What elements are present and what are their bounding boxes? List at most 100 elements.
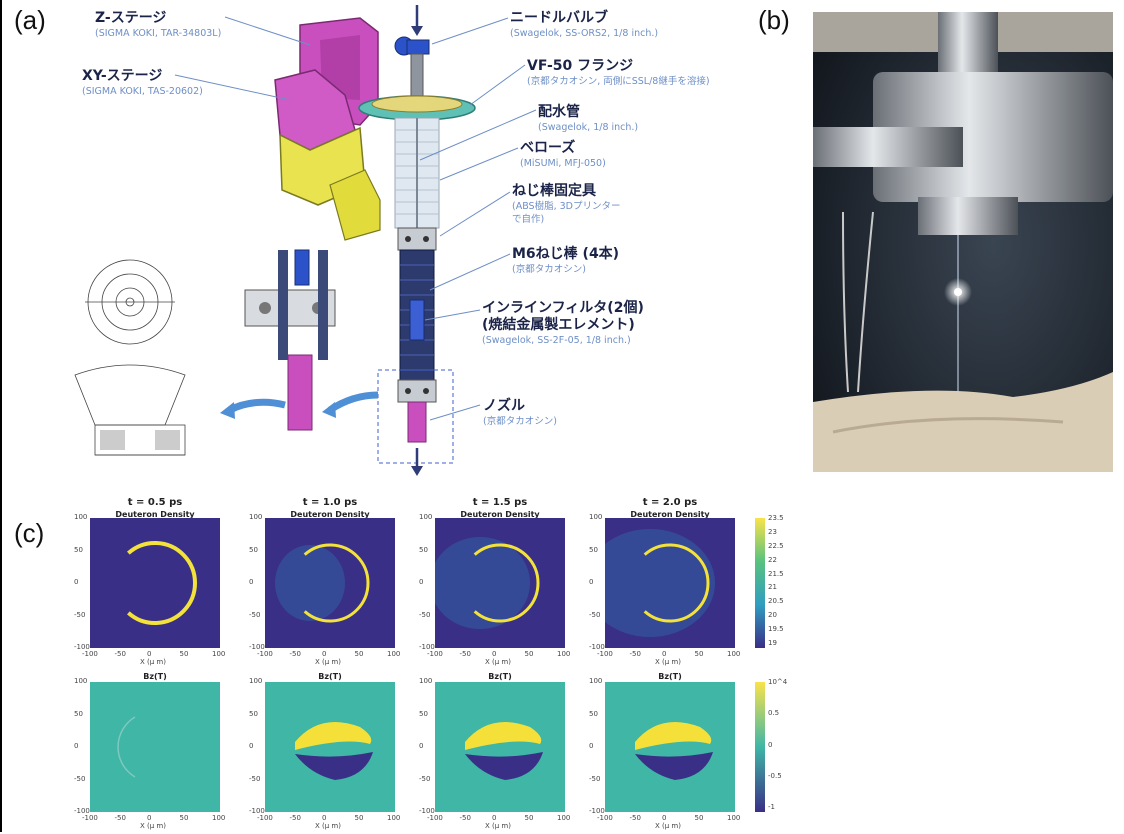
vf50-flange-top (371, 95, 463, 113)
x-tick: 100 (387, 814, 401, 822)
y-tick: 50 (589, 709, 598, 718)
density-ring (127, 541, 197, 625)
x-tick: 100 (557, 650, 571, 658)
x-tick: -50 (289, 650, 301, 658)
bz-negative-lobe (635, 752, 713, 780)
x-tick: 100 (727, 650, 741, 658)
colorbar-fill (755, 682, 765, 812)
colorbar-tick: 20.5 (768, 597, 784, 606)
xy-stage-base (329, 169, 381, 241)
y-tick: 100 (589, 677, 603, 685)
time-label: t = 2.0 ps (642, 497, 698, 508)
x-tick: -100 (427, 650, 443, 658)
x-tick: 0 (662, 814, 667, 822)
x-axis-label: X (μ m) (485, 822, 511, 830)
y-tick: 0 (249, 742, 254, 750)
y-tick: 100 (589, 513, 603, 521)
x-tick: -50 (459, 650, 471, 658)
colorbar-tick: 22 (768, 555, 777, 564)
colorbar-fill (755, 518, 765, 648)
x-tick: -100 (427, 814, 443, 822)
photo-fixture-block (873, 72, 1113, 202)
x-tick: -50 (114, 814, 126, 822)
y-tick: 50 (589, 545, 598, 554)
plot-title: Deuteron Density (630, 510, 710, 519)
nozzle-shape (407, 401, 427, 443)
density-map (90, 518, 220, 648)
x-axis-label: X (μ m) (485, 658, 511, 666)
x-tick: 50 (179, 814, 189, 822)
x-tick: -50 (289, 814, 301, 822)
y-tick: -100 (74, 807, 90, 815)
y-tick: 50 (419, 545, 428, 554)
y-tick: -100 (419, 643, 435, 651)
density-ring (473, 543, 540, 623)
x-tick: 50 (694, 814, 704, 822)
map-background (265, 682, 395, 812)
x-tick: -100 (257, 650, 273, 658)
colorbar-tick: 23 (768, 527, 777, 536)
plot-title: Bz(T) (658, 672, 682, 681)
label-bellows: ベローズ(MiSUMi, MFJ-050) (520, 140, 606, 169)
x-tick: -100 (597, 814, 613, 822)
y-tick: -50 (589, 774, 601, 783)
bz-map (90, 682, 220, 812)
x-tick: -50 (459, 814, 471, 822)
y-tick: -50 (419, 610, 431, 619)
density-map (265, 518, 395, 648)
plot-title: Bz(T) (143, 672, 167, 681)
y-tick: 100 (74, 513, 88, 521)
x-tick: 0 (147, 650, 152, 658)
arrow-in-head (411, 26, 423, 36)
photo-horizontal-rod (813, 127, 963, 167)
x-tick: 100 (387, 650, 401, 658)
detail-valve (294, 249, 310, 286)
colorbar-tick: 0 (768, 740, 773, 749)
x-tick: -100 (597, 650, 613, 658)
y-tick: 100 (419, 677, 433, 685)
panel-label-b: (b) (758, 5, 790, 35)
x-axis-label: X (μ m) (655, 658, 681, 666)
inline-filter-shape (409, 299, 425, 341)
y-tick: 50 (249, 545, 258, 554)
y-tick: -100 (589, 643, 605, 651)
label-m6-rod: M6ねじ棒 (4本)(京都タカオシン) (512, 246, 620, 275)
y-tick: 100 (74, 677, 88, 685)
label-xy-stage: XY-ステージ(SIGMA KOKI, TAS-20602) (82, 68, 203, 97)
time-label: t = 1.5 ps (472, 497, 528, 508)
colorbar-tick: 19.5 (768, 625, 784, 634)
x-tick: 50 (354, 650, 364, 658)
x-tick: -50 (114, 650, 126, 658)
photo-cloth (813, 372, 1113, 472)
x-tick: 50 (179, 650, 189, 658)
x-tick: -100 (82, 650, 98, 658)
nozzle-photo (813, 12, 1113, 472)
bz-negative-lobe (295, 752, 373, 780)
y-tick: 100 (419, 513, 433, 521)
x-tick: -100 (257, 814, 273, 822)
y-tick: 100 (249, 677, 263, 685)
x-tick: -50 (629, 650, 641, 658)
x-tick: 0 (322, 814, 327, 822)
colorbar-tick: 0.5 (768, 709, 780, 718)
leader-lines (174, 16, 537, 421)
y-tick: 0 (589, 742, 594, 750)
y-tick: 100 (249, 513, 263, 521)
y-tick: 50 (419, 709, 428, 718)
density-map (605, 518, 735, 648)
x-tick: 0 (662, 650, 667, 658)
photo-nozzle-nut (918, 197, 1018, 235)
plot-title: Deuteron Density (115, 510, 195, 519)
y-tick: -100 (74, 643, 90, 651)
x-tick: -100 (82, 814, 98, 822)
x-tick: 100 (212, 650, 226, 658)
map-background (435, 518, 565, 648)
detail-rod-right (318, 250, 328, 360)
y-tick: -100 (249, 643, 265, 651)
map-background (605, 682, 735, 812)
x-axis-label: X (μ m) (140, 658, 166, 666)
x-tick: 0 (322, 650, 327, 658)
density-ring (643, 543, 710, 623)
map-background (265, 518, 395, 648)
